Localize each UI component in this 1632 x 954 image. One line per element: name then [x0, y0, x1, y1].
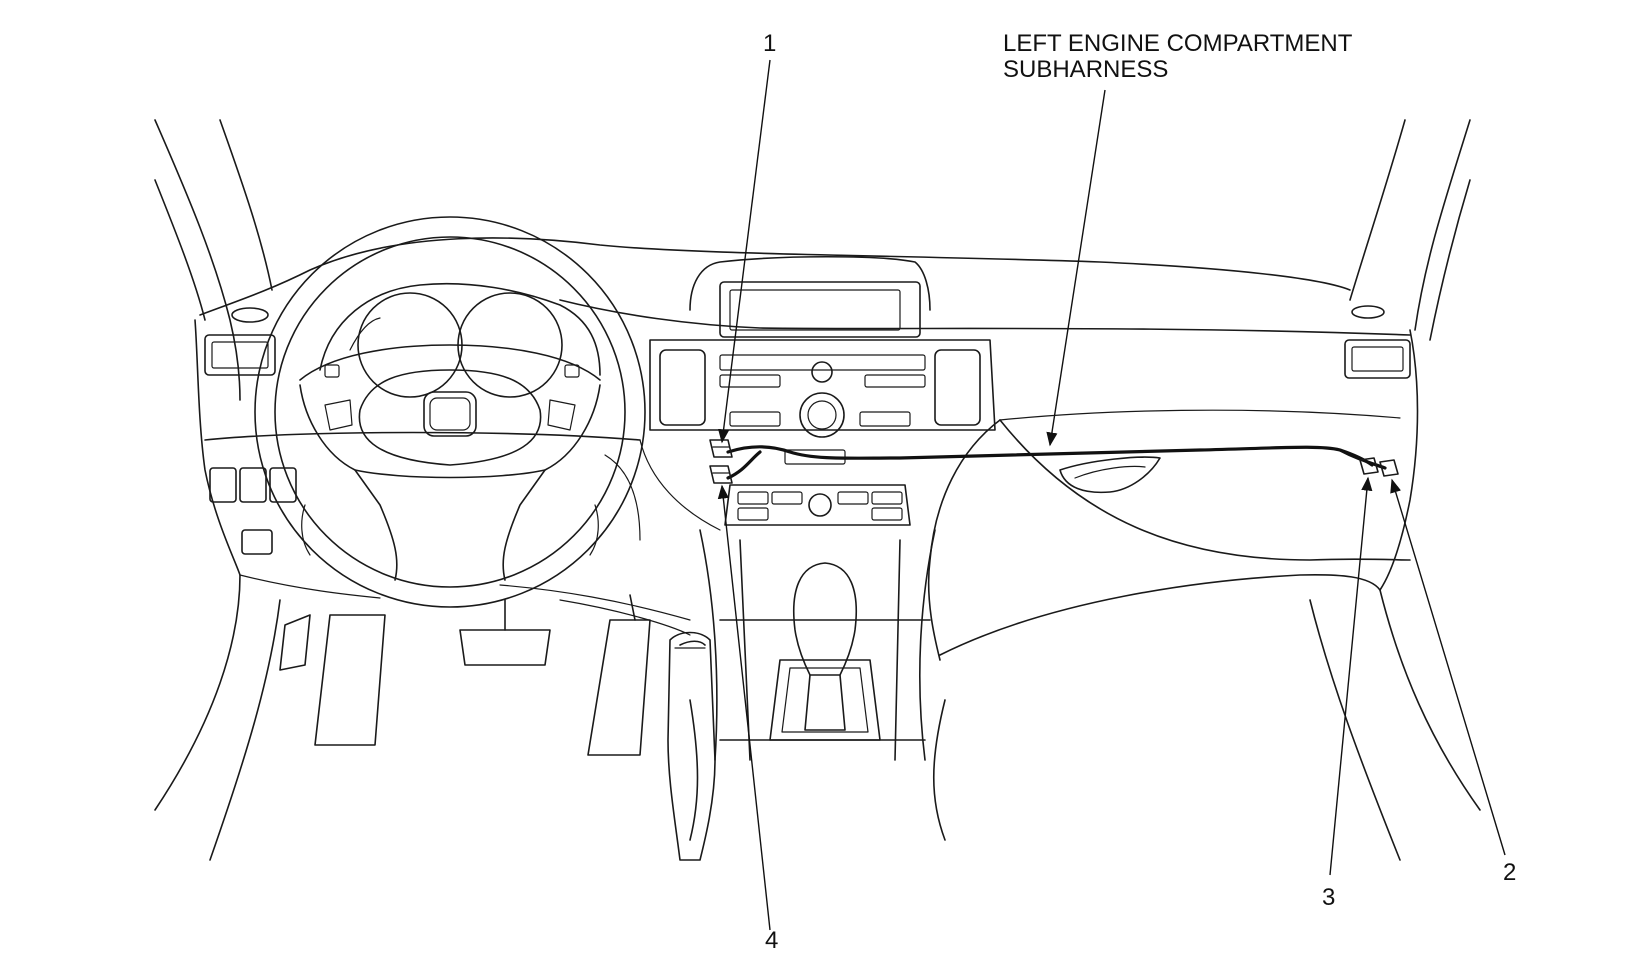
steering-wheel: [254, 216, 646, 608]
center-stack: [649, 255, 996, 465]
right-a-pillar: [1309, 119, 1481, 861]
right-vent: [1344, 305, 1411, 379]
connector-3: [1359, 457, 1379, 475]
callout-1: 1: [763, 30, 776, 57]
lower-trim: [239, 439, 721, 621]
connector-4: [709, 465, 733, 484]
callout-4: 4: [765, 927, 778, 954]
connector-1: [709, 439, 733, 458]
pedals: [279, 594, 691, 756]
parking-brake-lever: [667, 631, 716, 861]
dashboard-body: [194, 237, 1419, 661]
left-a-pillar: [154, 119, 281, 861]
callout-3: 3: [1322, 884, 1335, 911]
left-switch-panel: [209, 467, 297, 555]
center-console: [689, 529, 946, 841]
leader-lines: [717, 59, 1506, 931]
harness-label-line1: LEFT ENGINE COMPARTMENT: [1003, 30, 1353, 57]
connector-2: [1379, 459, 1399, 477]
glovebox-handle: [1059, 456, 1161, 494]
harness-label-line2: SUBHARNESS: [1003, 56, 1168, 83]
callout-2: 2: [1503, 859, 1516, 886]
left-engine-compartment-subharness: [726, 445, 1387, 480]
left-vent: [204, 307, 276, 376]
instrument-cluster: [319, 282, 601, 398]
climate-controls: [724, 484, 911, 526]
gear-shifter: [769, 562, 881, 741]
